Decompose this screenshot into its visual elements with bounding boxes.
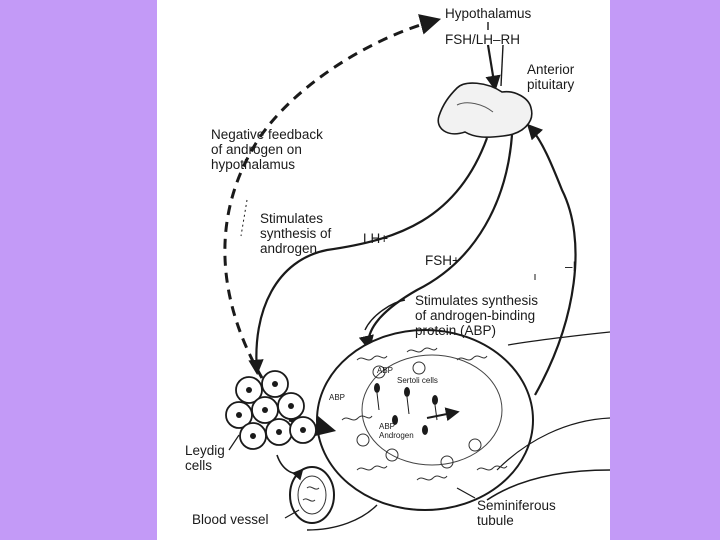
seminiferous-tubule-drawing: [288, 329, 610, 511]
diagram-panel: Hypothalamus FSH/LH–RH Anterior pituitar…: [157, 0, 610, 540]
fsh-arrow: [358, 134, 514, 352]
leydig-cells-drawing: [225, 370, 317, 450]
diagram-drawing: [223, 14, 610, 531]
hypothalamus-label: Hypothalamus: [445, 6, 532, 21]
pituitary-gland-shape: [437, 82, 533, 138]
negative-feedback-label: Negative feedback of androgen on hypotha…: [211, 127, 323, 172]
stimulates-abp-label: Stimulates synthesis of androgen-binding…: [415, 293, 539, 338]
stimulates-androgen-label: Stimulates synthesis of androgen: [260, 211, 332, 256]
abp-left-label: ABP: [329, 393, 346, 402]
anterior-pituitary-label: Anterior pituitary: [527, 62, 575, 92]
releasing-hormone-label: FSH/LH–RH: [445, 32, 521, 47]
label-pointers: [228, 199, 536, 519]
lh-arrow: [248, 137, 489, 376]
abp-androgen-label: ABP Androgen: [379, 422, 414, 440]
inhibin-label: –I: [565, 259, 577, 274]
lh-label: LH+: [363, 231, 389, 246]
blood-vessel-label: Blood vessel: [192, 512, 269, 527]
inhibin-arrow: [526, 123, 577, 396]
fsh-label: FSH+: [425, 253, 460, 268]
blood-vessel-drawing: [276, 454, 378, 531]
seminiferous-tubule-label: Seminiferous tubule: [477, 498, 556, 528]
abp-top-label: ABP: [377, 366, 394, 375]
hypothalamus-to-pituitary-arrow: [485, 22, 504, 92]
negative-feedback-arrow: [223, 14, 442, 379]
sertoli-cells-label: Sertoli cells: [397, 376, 438, 385]
leydig-cells-label: Leydig cells: [185, 443, 225, 473]
